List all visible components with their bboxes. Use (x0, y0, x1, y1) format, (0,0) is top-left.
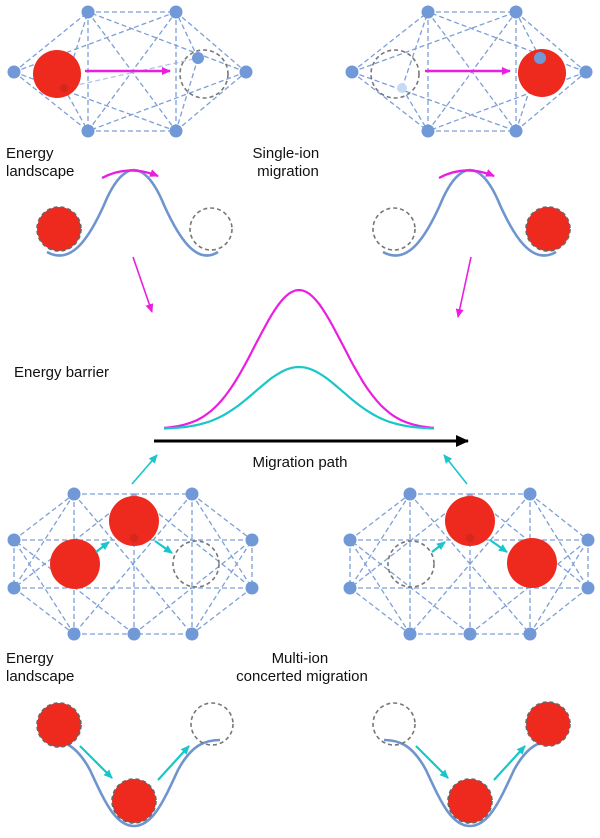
connector-arrow (443, 454, 468, 485)
lattice-single-ion-final (345, 5, 593, 138)
connector-arrow (132, 256, 154, 313)
migration-arrow (438, 169, 495, 180)
migration-arrow (157, 745, 190, 781)
ion (36, 206, 82, 252)
vacancy (189, 207, 233, 251)
lattice-multi-ion-initial (7, 487, 259, 641)
ion (50, 539, 100, 589)
migration-arrow (154, 540, 173, 554)
vacancy (372, 207, 416, 251)
ion (518, 49, 566, 97)
ion (445, 496, 495, 546)
energy-landscape-label-top: Energy landscape (6, 145, 74, 180)
vacancy (190, 702, 234, 746)
migration-arrow (489, 539, 508, 553)
vacancy (372, 702, 416, 746)
energy-barrier-plot: Migration path (154, 288, 469, 471)
ion (109, 496, 159, 546)
energy-landscape-single-left (36, 168, 233, 257)
energy-landscape-single-right (372, 168, 571, 257)
migration-arrow (79, 745, 113, 779)
ion (507, 538, 557, 588)
lattice-multi-ion-final (343, 487, 595, 641)
energy-landscape-multi-left (36, 702, 234, 828)
migration-arrow (101, 169, 159, 180)
vacancy (172, 540, 220, 588)
ion (33, 50, 81, 98)
lattice-single-ion-initial (7, 5, 253, 138)
migration-path-label: Migration path (252, 454, 347, 471)
ion (525, 206, 571, 252)
ion (525, 701, 571, 747)
energy-landscape-multi-right (372, 701, 571, 828)
connector-arrow (455, 256, 472, 318)
migration-arrow (95, 541, 110, 553)
multi-ion-migration-label: Multi-ion concerted migration (236, 650, 368, 685)
ion (36, 702, 82, 748)
multi-ion-barrier-curve (163, 365, 435, 430)
migration-arrow (493, 745, 526, 781)
ion (447, 778, 493, 824)
ion (111, 778, 157, 824)
migration-arrow (415, 745, 449, 779)
single-ion-barrier-curve (163, 288, 435, 429)
energy-barrier-label: Energy barrier (14, 364, 109, 381)
connector-arrow (131, 454, 158, 485)
vacancy (387, 540, 435, 588)
vacancy (179, 49, 229, 99)
energy-landscape-label-bottom: Energy landscape (6, 650, 74, 685)
single-ion-migration-label: Single-ion migration (253, 145, 324, 180)
vacancy (370, 49, 420, 99)
migration-arrow (431, 541, 446, 553)
